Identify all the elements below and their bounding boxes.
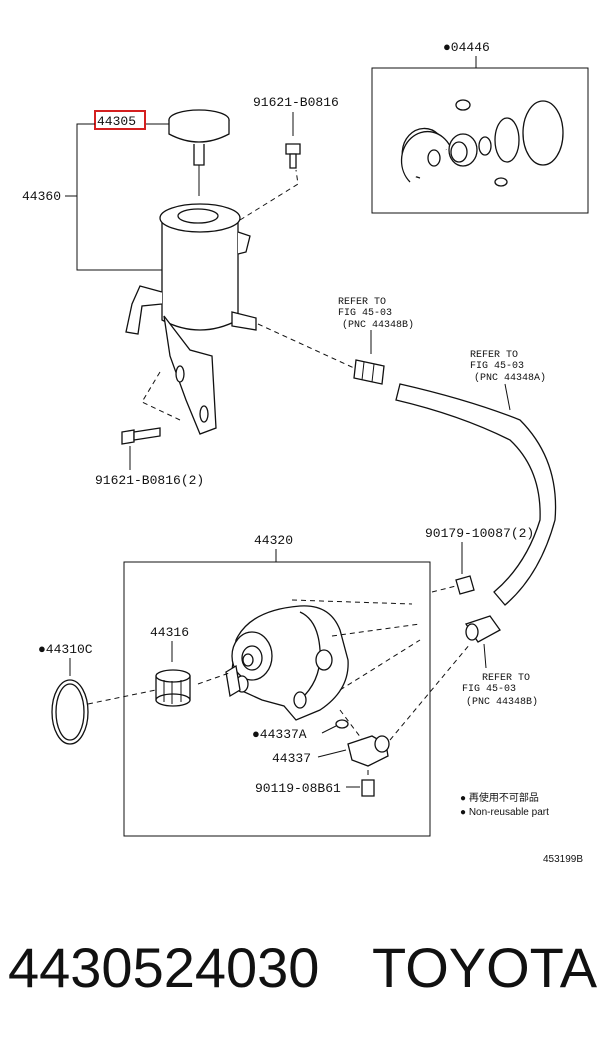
bolt-top: 91621-B0816	[253, 95, 339, 169]
o-ring-44310c: ●44310C	[38, 642, 157, 745]
pump-box	[123, 561, 431, 837]
o-ring-small	[478, 136, 492, 156]
gasket	[335, 719, 349, 729]
o-ring-mid	[494, 117, 520, 163]
bolt-bottom: 91621-B0816(2)	[95, 427, 204, 488]
drawing-number: 453199B	[543, 854, 583, 865]
legend: ● 再使用不可部品 ● Non-reusable part	[460, 791, 549, 818]
bushing	[455, 575, 475, 595]
ref3-line3[interactable]: (PNC 44348B)	[466, 696, 538, 708]
pump-assembly: 44320 44316 ●44337A 44337	[123, 533, 431, 837]
ref3-line2[interactable]: FIG 45-03	[462, 684, 516, 695]
legend-line-2: ● Non-reusable part	[460, 807, 549, 818]
ref2-line3[interactable]: (PNC 44348A)	[474, 372, 546, 384]
hose-body	[395, 383, 557, 606]
bushing-group: 90179-10087(2) REFER TO FIG 45-03 (PNC 4…	[389, 526, 538, 741]
label-cap[interactable]: 44305	[97, 114, 136, 129]
reservoir-tank	[161, 222, 239, 331]
small-ring	[427, 149, 441, 167]
label-pump[interactable]: 44320	[254, 533, 293, 548]
ref1-line1[interactable]: REFER TO	[338, 297, 386, 308]
label-bolt-top[interactable]: 91621-B0816	[253, 95, 339, 110]
reservoir-bracket	[163, 315, 217, 435]
seal-kit-box	[371, 67, 589, 214]
o-ring-tiny	[455, 99, 471, 111]
label-reservoir[interactable]: 44360	[22, 189, 61, 204]
ref1-line2[interactable]: FIG 45-03	[338, 308, 392, 319]
footer-part-number: 4430524030	[8, 936, 320, 999]
ref1-line3[interactable]: (PNC 44348B)	[342, 319, 414, 331]
legend-line-1: ● 再使用不可部品	[460, 791, 539, 804]
return-hose: REFER TO FIG 45-03 (PNC 44348A)	[395, 350, 557, 606]
ref3-line1[interactable]: REFER TO	[482, 673, 530, 684]
seal-kit-group: ●04446	[371, 40, 589, 214]
label-bushing[interactable]: 90179-10087(2)	[425, 526, 534, 541]
label-seal-kit[interactable]: ●04446	[443, 40, 490, 55]
label-bolt-bottom[interactable]: 91621-B0816(2)	[95, 473, 204, 488]
ref-clip-upper: REFER TO FIG 45-03 (PNC 44348B)	[257, 297, 414, 385]
parts-diagram: ●04446 44305 44360	[22, 40, 589, 865]
hose-clip-upper	[353, 359, 385, 385]
union-bolt	[361, 779, 375, 797]
label-union-bolt[interactable]: 90119-08B61	[255, 781, 341, 796]
ref2-line2[interactable]: FIG 45-03	[470, 361, 524, 372]
highlight-box	[94, 110, 146, 130]
footer-brand: TOYOTA	[372, 936, 598, 999]
reservoir-group: 44305 44360	[22, 109, 299, 435]
label-union[interactable]: 44337	[272, 751, 311, 766]
label-gasket[interactable]: ●44337A	[252, 727, 307, 742]
o-ring-large	[522, 100, 564, 166]
label-oring[interactable]: ●44310C	[38, 642, 93, 657]
label-bearing[interactable]: 44316	[150, 625, 189, 640]
ref2-line1[interactable]: REFER TO	[470, 350, 518, 361]
o-ring-tiny-2	[494, 177, 508, 187]
